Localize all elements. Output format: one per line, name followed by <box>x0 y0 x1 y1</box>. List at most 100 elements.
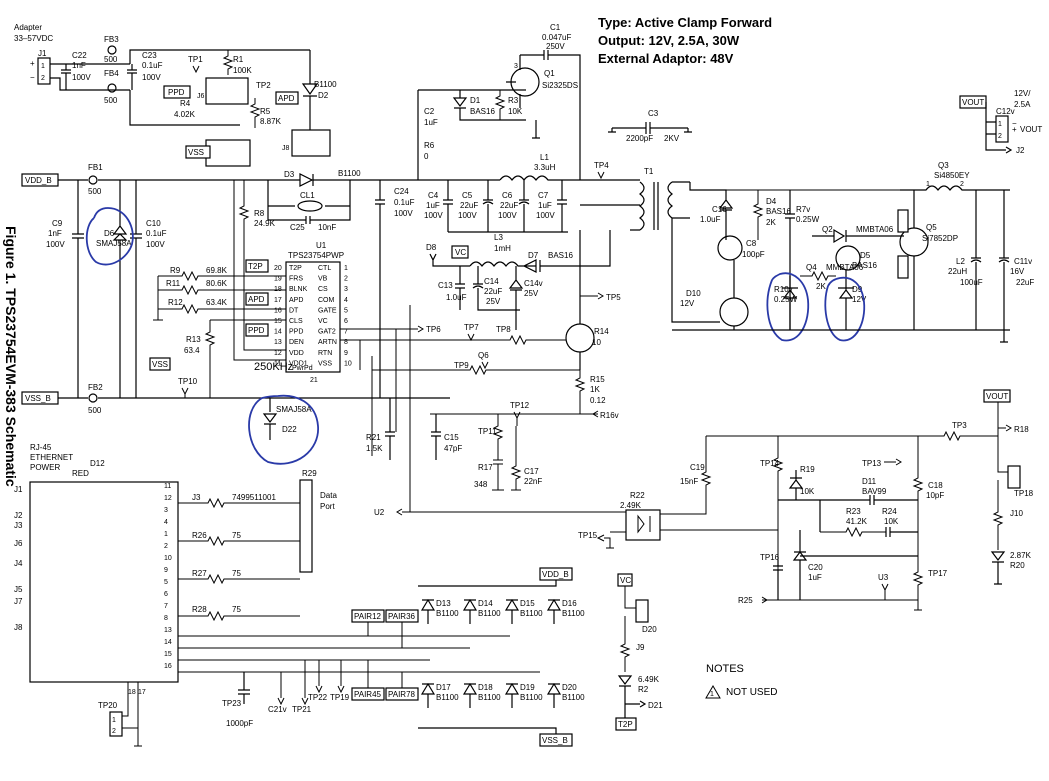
val-R4: 4.02K <box>174 110 196 119</box>
net-pair45: PAIR45 <box>354 690 382 699</box>
bridge-diode-value: B1100 <box>562 693 585 702</box>
ref-T1: T1 <box>644 167 654 176</box>
val-D22: SMAJ58A <box>276 405 312 414</box>
ref-R19: TP14 <box>760 459 780 468</box>
ic-pin-name: DT <box>289 307 299 314</box>
q3-body2 <box>897 255 909 279</box>
ref-D22: D22 <box>282 425 297 434</box>
bridge-diode-value: B1100 <box>520 609 543 618</box>
zener-D9 <box>782 276 798 330</box>
ic-pin-number: 15 <box>274 318 282 325</box>
bridge-diode-value: B1100 <box>520 693 543 702</box>
ref-C23: C23 <box>142 51 157 60</box>
ref-D2-label: D2 <box>318 91 329 100</box>
ref-C21: TP23 <box>222 699 242 708</box>
ref-D11: R19 <box>800 465 815 474</box>
ic-pin-number: 1 <box>344 265 348 272</box>
val-C21v: 1000pF <box>226 719 253 728</box>
val-R23: 10pF <box>926 491 944 500</box>
val-R7v: 2K <box>766 218 776 227</box>
net-apd2: APD <box>248 295 265 304</box>
net-vss_b: VSS_B <box>25 394 51 403</box>
ic-pin-number: 10 <box>344 360 352 367</box>
testpoint-TP18 <box>761 596 918 604</box>
cap-C7 <box>448 180 568 233</box>
val-FB4: 500 <box>104 96 118 105</box>
ic-pin-name: BLNK <box>289 286 308 293</box>
ferrite-FB4 <box>107 83 117 93</box>
ic-pin-name: GATE <box>318 307 337 314</box>
ref-TP20: TP19 <box>330 693 350 702</box>
val-R9: 69.8K <box>206 266 228 275</box>
ref-D6: D6 <box>104 229 115 238</box>
ic-pin-name: GAT2 <box>318 329 336 336</box>
ref-R23: C18 <box>928 481 943 490</box>
val-C6v: 100V <box>498 211 517 220</box>
resistor-R2 <box>619 586 636 672</box>
ref-J9: D20 <box>642 625 657 634</box>
rj45-side-label: J8 <box>14 623 23 632</box>
testpoints <box>277 660 345 706</box>
ref-TP19: TP22 <box>308 693 328 702</box>
val-C1v: 250V <box>546 42 565 51</box>
annotation-circle-d22 <box>248 394 319 465</box>
ref-U2: R22 <box>630 491 645 500</box>
pin-2: 2 <box>41 75 45 82</box>
val-C22: 1nF <box>72 61 86 70</box>
rj45-pin-number: 16 <box>164 663 172 670</box>
ref-Q3: Q5 <box>926 223 937 232</box>
tvs-D6 <box>112 180 128 398</box>
led-D12 <box>990 551 1006 585</box>
ic-pin-number: 6 <box>344 318 348 325</box>
ref-R7: D4 <box>766 197 777 206</box>
net-apd: APD <box>278 94 295 103</box>
ref-C6: C6 <box>502 191 513 200</box>
ref-R21: C17 <box>524 467 539 476</box>
bridge-diode-ref: D20 <box>562 683 577 692</box>
val-C10v: 100V <box>146 240 165 249</box>
testpoint-TP10 <box>181 387 189 398</box>
testpoint-TP6 <box>580 292 604 300</box>
val-Q4: BAS16 <box>852 261 877 270</box>
val-R6: 0 <box>424 152 429 161</box>
ic-pin-number: 19 <box>274 276 282 283</box>
output-current: 2.5A <box>1014 100 1031 109</box>
val-R5: 8.87K <box>260 117 282 126</box>
inductor-L2 <box>900 185 1010 191</box>
ferrite-FB2 <box>88 393 98 403</box>
val-R16: 1K <box>590 385 600 394</box>
ic-pin-name: ARTN <box>318 339 337 346</box>
val-D1: BAS16 <box>470 107 495 116</box>
val-C23v: 100V <box>142 73 161 82</box>
ref-D21: R2 <box>638 685 649 694</box>
ref-D8: C14v <box>524 279 543 288</box>
ref-R28: R27 <box>192 569 207 578</box>
val-Q3: Si7852DP <box>922 234 958 243</box>
mosfet-Q6 <box>565 323 595 353</box>
ref-R22: C19 <box>690 463 705 472</box>
j5-pin1: 1 <box>112 717 116 724</box>
ic-pin-number: 14 <box>274 329 282 336</box>
val-C3: 2200pF <box>626 134 653 143</box>
output-voltage: 12V/ <box>1014 89 1031 98</box>
val-C23: 0.1uF <box>142 61 163 70</box>
ref-FB1: FB1 <box>88 163 103 172</box>
ic-pin-number: 12 <box>274 350 282 357</box>
val-D5: MMBTA06 <box>856 225 894 234</box>
bridge-diode-value: B1100 <box>478 693 501 702</box>
ref-TP23: D21 <box>648 701 663 710</box>
val-R13: 63.4 <box>184 346 200 355</box>
resistor-R19 <box>772 436 784 600</box>
val-FB1: 500 <box>88 187 102 196</box>
ic-pin-name: APD <box>289 297 303 304</box>
val-C8: 0.25W <box>796 215 820 224</box>
note-triangle <box>705 685 721 699</box>
ref-D5: Q2 <box>822 225 833 234</box>
rj45-ethernet: ETHERNET <box>30 453 73 462</box>
ic-pin-name: VSS <box>318 360 332 367</box>
wire <box>417 89 526 180</box>
cap-C16 <box>431 414 441 460</box>
